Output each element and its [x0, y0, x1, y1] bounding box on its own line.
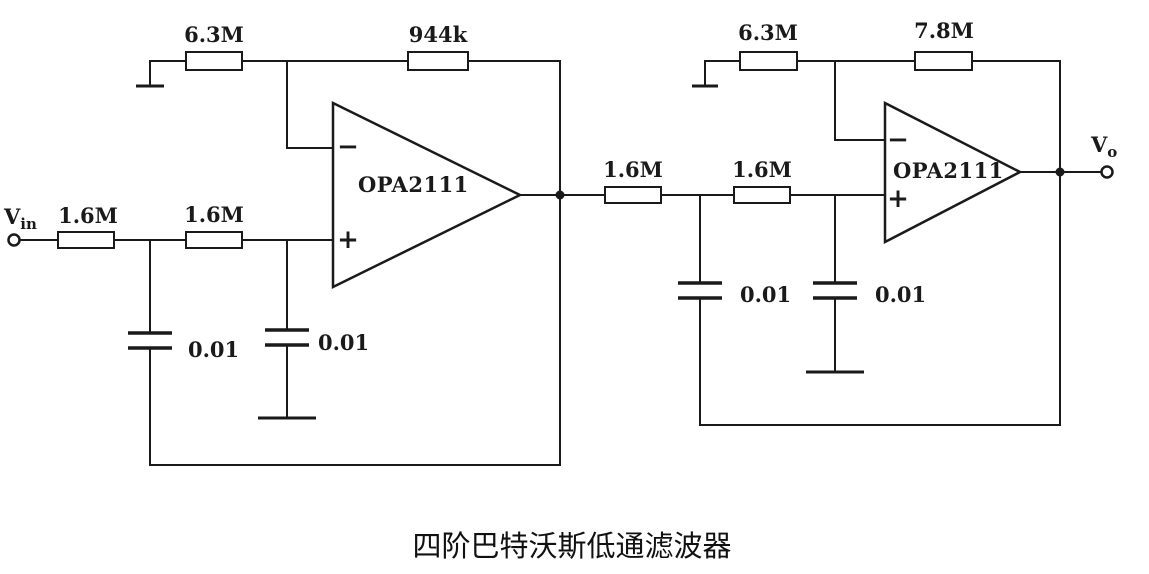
stage2-capacitor-feedback-label: 0.01	[740, 282, 791, 307]
stage2-opamp: − + OPA2111	[883, 100, 1023, 245]
stage1-resistor-ground-label: 6.3M	[184, 22, 244, 47]
stage2-resistor-ground: 6.3M	[738, 20, 798, 71]
vout-terminal: Vo	[1090, 132, 1117, 179]
stage1-resistor-feedback: 944k	[407, 22, 469, 71]
stage2-resistor-series-2: 1.6M	[732, 157, 792, 204]
stage1-capacitor-ground-label: 0.01	[318, 330, 369, 355]
stage2-opamp-label: OPA2111	[893, 158, 1004, 183]
vout-label: Vo	[1090, 132, 1117, 161]
vin-terminal: Vin	[3, 204, 37, 247]
stage1-opamp-label: OPA2111	[358, 172, 469, 197]
stage1-capacitor-feedback: 0.01	[128, 239, 239, 466]
stage1-resistor-feedback-label: 944k	[409, 22, 468, 47]
stage2-plus-sign: +	[887, 184, 909, 214]
stage2-minus-input-wire	[834, 60, 886, 141]
stage1-capacitor-ground: 0.01	[258, 239, 369, 420]
stage1-resistor-series-1: 1.6M	[57, 203, 118, 249]
stage1-resistor-series-1-label: 1.6M	[58, 203, 118, 228]
stage1-ground-top	[136, 60, 187, 88]
stage2-minus-sign: −	[887, 125, 909, 155]
stage1-minus-sign: −	[337, 132, 359, 162]
stage1-opamp: − + OPA2111	[331, 100, 523, 290]
vin-label: Vin	[3, 204, 37, 233]
stage2-output-node	[1055, 167, 1065, 177]
stage1-plus-sign: +	[337, 225, 359, 255]
stage1-capacitor-feedback-label: 0.01	[188, 337, 239, 362]
stage2-resistor-feedback-label: 7.8M	[914, 18, 974, 43]
stage2-capacitor-feedback: 0.01	[678, 194, 791, 426]
stage2-capacitor-ground-label: 0.01	[875, 282, 926, 307]
stage2-capacitor-ground: 0.01	[806, 194, 926, 374]
stage2-resistor-series-2-label: 1.6M	[732, 157, 792, 182]
stage1-resistor-series-2: 1.6M	[184, 202, 244, 249]
stage2-resistor-ground-label: 6.3M	[738, 20, 798, 45]
stage2-resistor-feedback: 7.8M	[914, 18, 974, 71]
stage2-resistor-series-1: 1.6M	[603, 157, 663, 204]
stage1-output-node	[555, 190, 565, 200]
stage1-resistor-series-2-label: 1.6M	[184, 202, 244, 227]
figure-caption: 四阶巴特沃斯低通滤波器	[412, 529, 731, 563]
stage1-minus-input-wire	[286, 60, 334, 149]
stage2-ground-top	[692, 60, 741, 88]
stage1-resistor-ground: 6.3M	[184, 22, 244, 71]
stage2-resistor-series-1-label: 1.6M	[603, 157, 663, 182]
